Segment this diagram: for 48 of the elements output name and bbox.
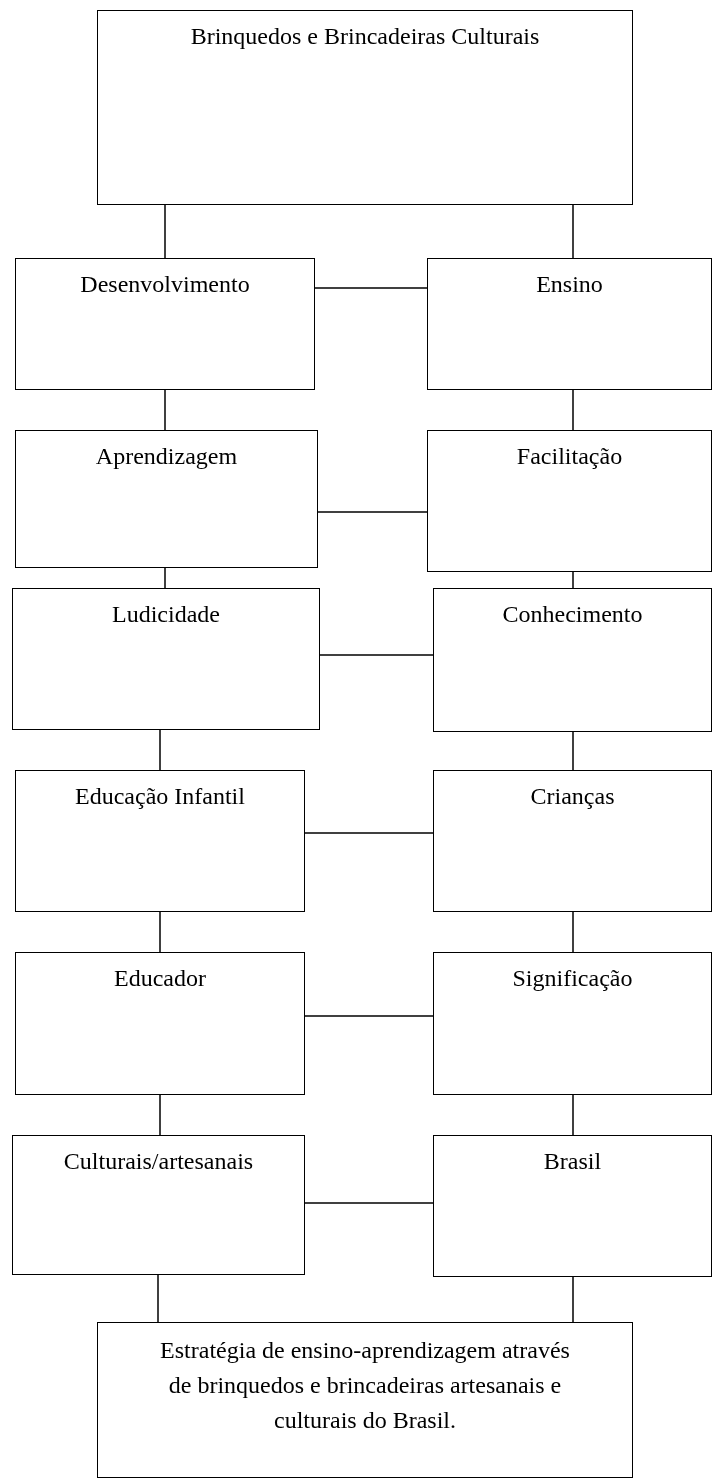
connector-line bbox=[159, 1094, 161, 1136]
process-box bbox=[15, 430, 318, 568]
connector-line bbox=[164, 389, 166, 431]
process-box bbox=[433, 588, 712, 732]
connector-line bbox=[159, 729, 161, 771]
connector-line bbox=[164, 204, 166, 259]
connector-line bbox=[572, 1276, 574, 1323]
process-box bbox=[15, 952, 305, 1095]
process-box bbox=[97, 1322, 633, 1478]
process-box bbox=[427, 430, 712, 572]
process-box bbox=[12, 1135, 305, 1275]
connector-line bbox=[572, 731, 574, 771]
connector-line bbox=[572, 1094, 574, 1136]
box-label: Significação bbox=[512, 964, 633, 993]
connector-line bbox=[164, 567, 166, 589]
connector-line bbox=[159, 911, 161, 953]
process-box bbox=[15, 258, 315, 390]
box-label: Desenvolvimento bbox=[80, 270, 250, 299]
box-label: Facilitação bbox=[516, 442, 623, 471]
connector-line bbox=[317, 511, 428, 513]
connector-line bbox=[572, 911, 574, 953]
process-box bbox=[433, 770, 712, 912]
box-label: Culturais/artesanais bbox=[63, 1147, 254, 1176]
box-label: Ludicidade bbox=[112, 600, 220, 629]
box-label: Educação Infantil bbox=[75, 782, 245, 811]
connector-line bbox=[572, 389, 574, 431]
box-label: Educador bbox=[114, 964, 206, 993]
box-label: Conhecimento bbox=[502, 600, 643, 629]
box-label: Ensino bbox=[536, 270, 603, 299]
box-label: Estratégia de ensino-aprendizagem através de brinquedos e brincadeiras artesanais e culturais do Brasil. bbox=[159, 1336, 571, 1435]
connector-line bbox=[157, 1274, 159, 1323]
connector-line bbox=[572, 571, 574, 589]
process-box bbox=[433, 952, 712, 1095]
process-box bbox=[427, 258, 712, 390]
box-label: Crianças bbox=[530, 782, 615, 811]
connector-line bbox=[319, 654, 434, 656]
connector-line bbox=[304, 832, 434, 834]
box-label: Brinquedos e Brincadeiras Culturais bbox=[190, 22, 540, 51]
connector-line bbox=[314, 287, 428, 289]
process-box bbox=[15, 770, 305, 912]
process-box bbox=[97, 10, 633, 205]
box-label: Aprendizagem bbox=[95, 442, 238, 471]
process-box bbox=[433, 1135, 712, 1277]
box-label: Brasil bbox=[543, 1147, 602, 1176]
connector-line bbox=[304, 1202, 434, 1204]
process-box bbox=[12, 588, 320, 730]
connector-line bbox=[572, 204, 574, 259]
connector-line bbox=[304, 1015, 434, 1017]
